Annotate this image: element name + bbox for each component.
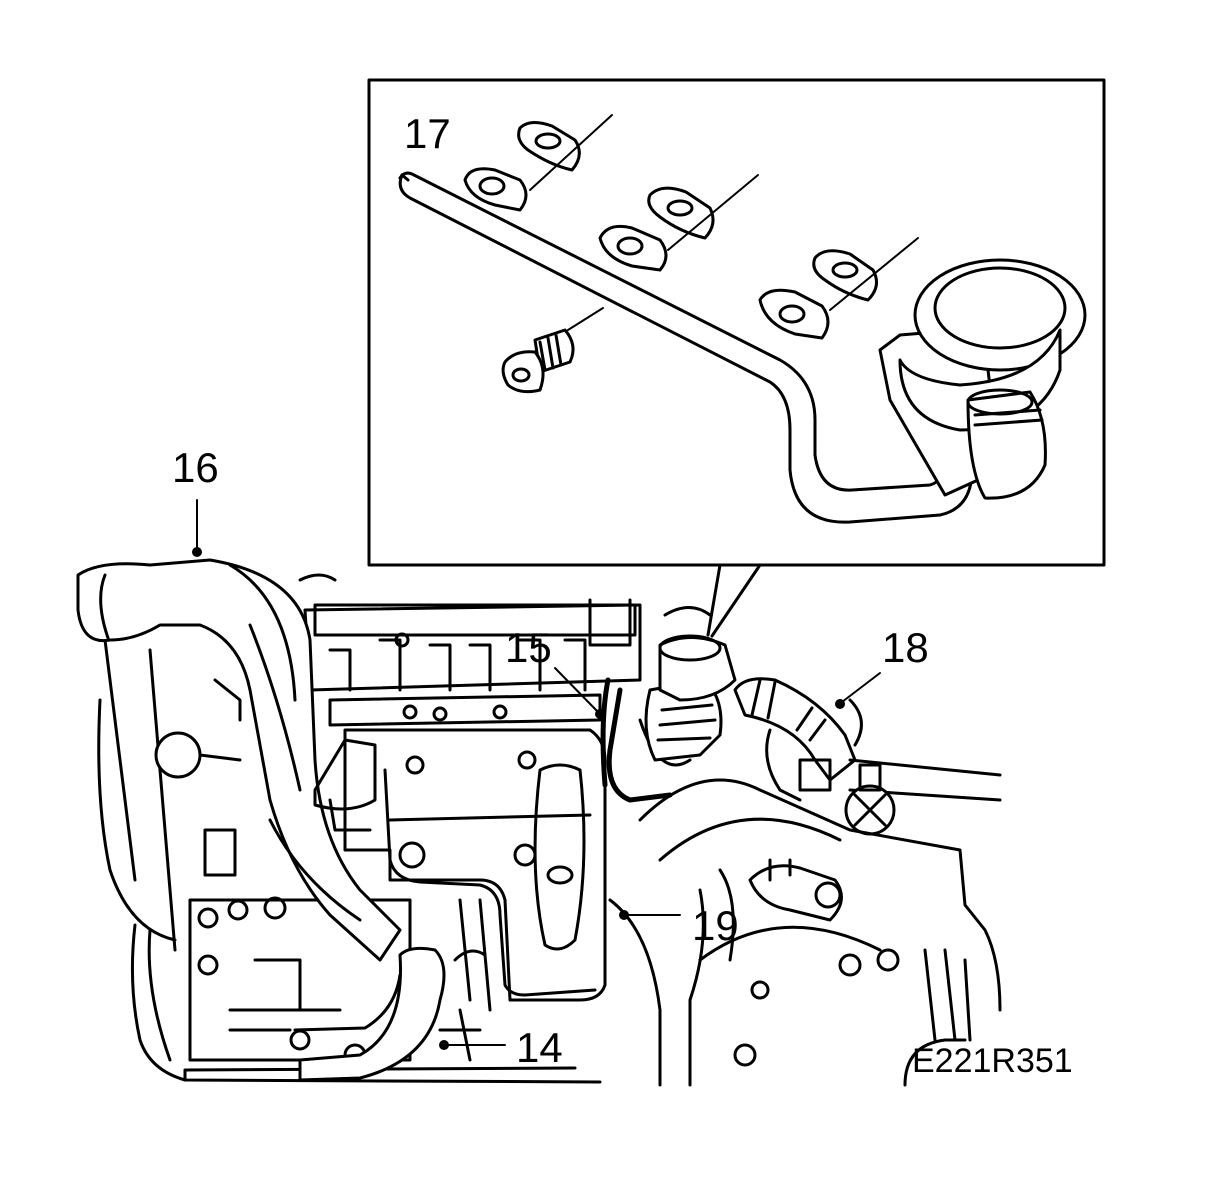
inset-pointer-line [706,563,762,638]
pipe-17 [398,173,974,524]
reference-code: E221R351 [912,1042,1073,1080]
callout-16: 16 [172,444,219,491]
leader-lines [192,499,881,1050]
small-pipes [438,898,492,1062]
lower-hose [293,946,446,1082]
pipe-flange-2 [598,224,668,272]
callout-19: 19 [692,902,739,949]
callout-17: 17 [404,110,451,157]
callout-14: 14 [516,1024,563,1071]
engine-view [76,499,1002,1087]
hose-18 [733,677,1002,836]
air-valve-detail [878,258,1087,500]
callout-15: 15 [505,624,552,671]
intake-manifold [298,573,642,727]
pipe-flange-1 [463,167,528,212]
gasket-3 [812,237,919,311]
pipe-flange-3 [758,288,830,340]
engine-block-outline [97,638,177,952]
transmission-housing [608,778,1002,1087]
callout-18: 18 [882,624,929,671]
inset-frame [367,78,1106,567]
detail-inset [367,78,1106,638]
air-box [313,728,607,1002]
bolt [501,307,604,394]
coolant-hose-16 [76,558,402,962]
combi-valve-15 [644,606,737,762]
gasket-2 [647,174,759,251]
gasket-1 [517,114,613,191]
